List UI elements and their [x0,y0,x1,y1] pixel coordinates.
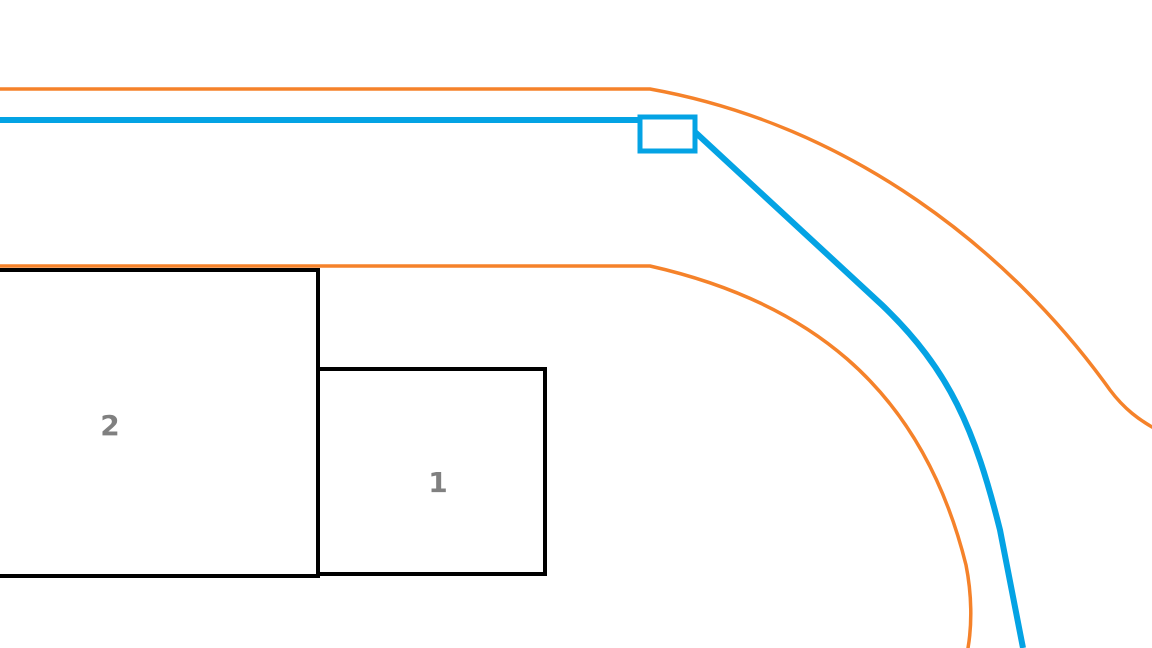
road-outer-edge [0,87,1152,429]
road-inner-edge [0,264,973,648]
block-2-label: 2 [100,409,119,442]
block-1 [316,367,547,576]
track-line [0,117,1026,648]
track-marker-box [637,114,698,154]
block-1-label: 1 [428,466,447,499]
block-2 [0,268,320,578]
